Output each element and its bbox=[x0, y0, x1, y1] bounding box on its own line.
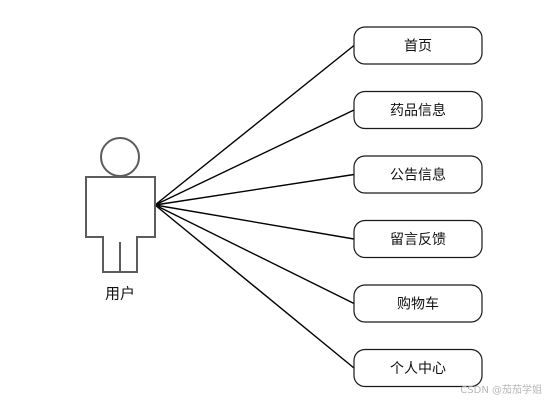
association-lines bbox=[154, 44, 355, 369]
association-line-home bbox=[154, 44, 355, 206]
use-case-box bbox=[353, 90, 483, 130]
actor-user: 用户 bbox=[85, 137, 156, 303]
use-case-home: 首页 bbox=[353, 26, 483, 65]
use-case-label: 个人中心 bbox=[390, 361, 446, 377]
use-case-label: 留言反馈 bbox=[390, 232, 446, 248]
use-case-label: 首页 bbox=[404, 39, 432, 55]
use-case-notice-info: 公告信息 bbox=[353, 155, 483, 194]
association-line-cart bbox=[154, 204, 355, 305]
watermark: CSDN @茄茄学姐 bbox=[460, 385, 542, 396]
use-case-box bbox=[353, 348, 483, 388]
association-line-drug-info bbox=[154, 109, 355, 206]
association-line-notice-info bbox=[154, 173, 355, 206]
association-line-user-center bbox=[154, 204, 355, 369]
use-case-cart: 购物车 bbox=[353, 284, 483, 323]
person-icon bbox=[85, 137, 156, 273]
use-case-label: 药品信息 bbox=[390, 102, 446, 119]
use-case-drug-info: 药品信息 bbox=[353, 90, 483, 130]
use-case-box bbox=[353, 26, 483, 65]
use-case-label: 公告信息 bbox=[390, 167, 446, 184]
use-case-label: 购物车 bbox=[397, 296, 439, 313]
use-case-user-center: 个人中心 bbox=[353, 348, 483, 388]
association-line-feedback bbox=[154, 204, 355, 240]
use-case-feedback: 留言反馈 bbox=[353, 219, 483, 259]
use-case-box bbox=[353, 284, 483, 323]
use-case-box bbox=[353, 219, 483, 259]
actor-label: 用户 bbox=[105, 285, 135, 303]
use-case-box bbox=[353, 155, 483, 194]
